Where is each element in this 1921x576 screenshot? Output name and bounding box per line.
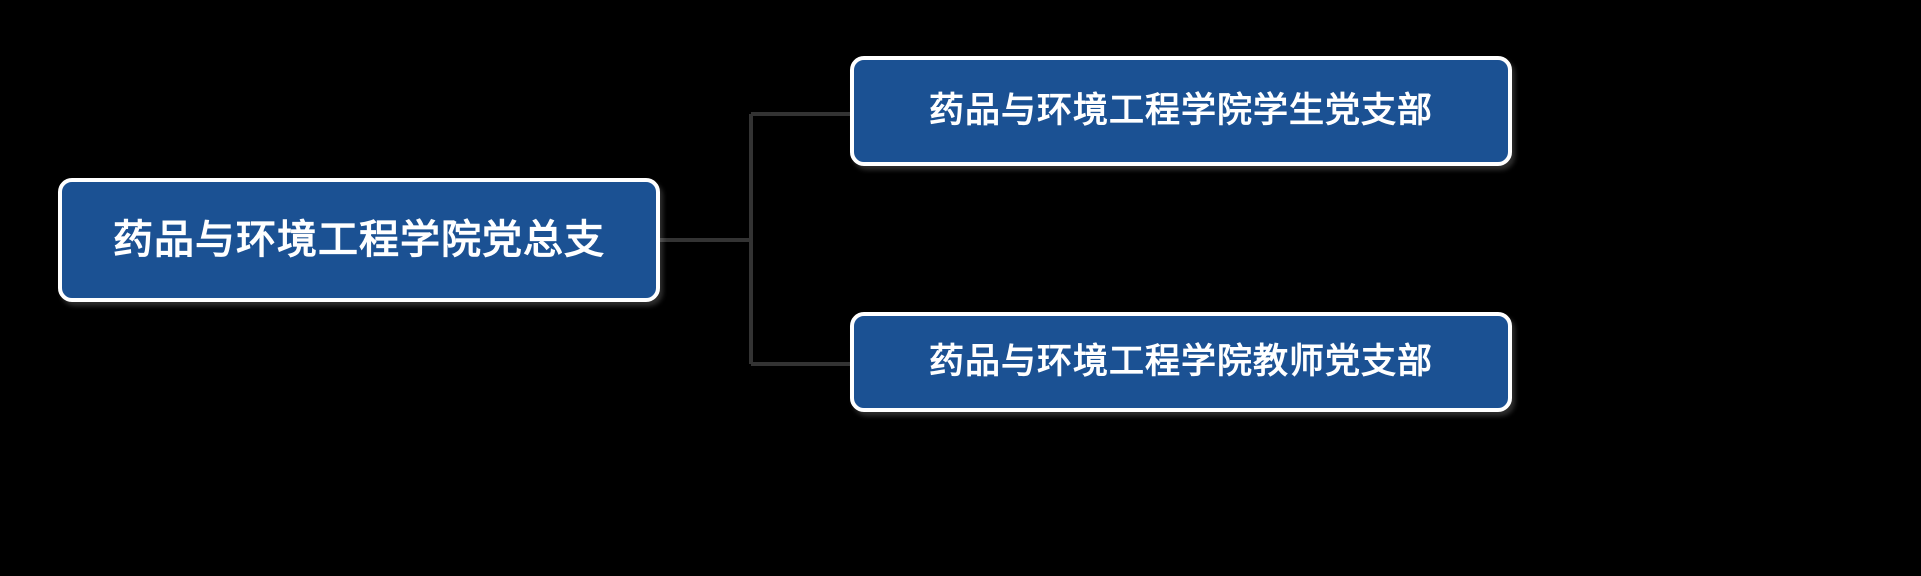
org-node-root[interactable]: 药品与环境工程学院党总支: [58, 178, 660, 302]
org-node-student-branch[interactable]: 药品与环境工程学院学生党支部: [850, 56, 1512, 166]
org-node-student-branch-label: 药品与环境工程学院学生党支部: [928, 90, 1433, 130]
org-node-teacher-branch[interactable]: 药品与环境工程学院教师党支部: [850, 312, 1512, 412]
org-node-root-label: 药品与环境工程学院党总支: [113, 218, 605, 262]
org-node-teacher-branch-label: 药品与环境工程学院教师党支部: [928, 341, 1433, 381]
